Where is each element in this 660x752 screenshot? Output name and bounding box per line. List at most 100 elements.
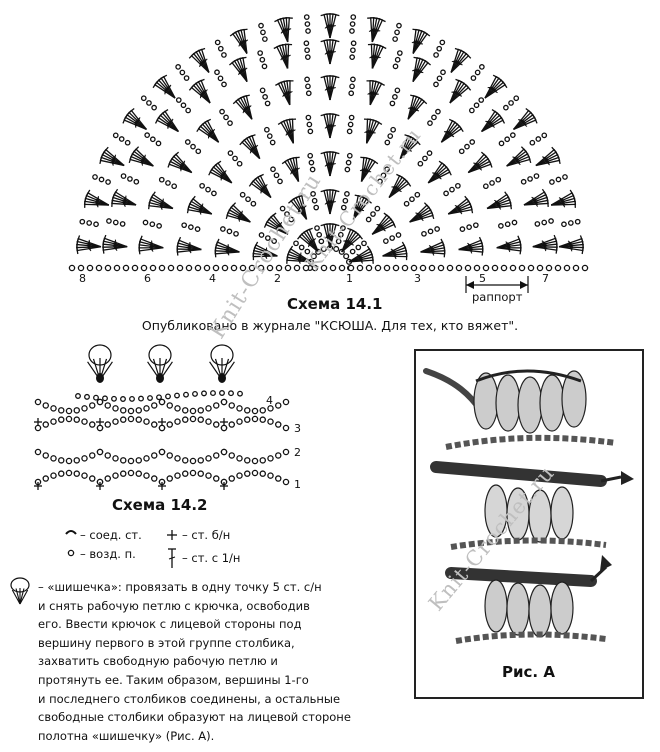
- dc-stitch-bar: [492, 89, 498, 94]
- dc-stitch-top: [161, 109, 169, 115]
- chain-stitch: [236, 455, 243, 462]
- dc-stitch-bar: [533, 201, 539, 207]
- dc-stitch-top: [332, 113, 340, 117]
- chain-stitch: [275, 264, 283, 272]
- chain-stitch: [158, 398, 166, 406]
- chain-stitch: [504, 221, 511, 228]
- bobble-legend-icon: [10, 577, 30, 593]
- chain-stitch: [180, 102, 187, 109]
- dc-stitch-top: [239, 56, 247, 60]
- chain-stitch: [333, 245, 340, 253]
- chain-stitch: [96, 448, 104, 456]
- chain-stitch: [96, 448, 104, 456]
- chain-stitch: [205, 455, 212, 462]
- dc-stitch-top: [113, 188, 119, 196]
- chain-stitch: [166, 421, 173, 428]
- scheme-14-2-caption: Схема 14.2: [112, 496, 208, 514]
- chain-stitch: [197, 457, 204, 464]
- chain-stitch: [545, 264, 553, 272]
- chain-stitch: [344, 191, 350, 197]
- dc-stitch-top: [76, 235, 81, 243]
- chain-stitch: [175, 97, 182, 103]
- chain-stitch: [120, 396, 126, 402]
- chain-stitch: [259, 457, 266, 464]
- chain-stitch: [417, 160, 424, 167]
- chain-stitch: [181, 407, 189, 414]
- dc-stitch-top: [292, 156, 300, 159]
- chain-stitch: [541, 132, 548, 139]
- chain-stitch: [205, 186, 211, 193]
- bobble-stitch: [152, 358, 161, 381]
- chain-stitch: [67, 549, 75, 557]
- dc-stitch-bar: [227, 244, 230, 251]
- legend-dc-symbol: [168, 556, 176, 560]
- chain-stitch: [267, 418, 274, 425]
- chain-stitch: [174, 472, 181, 479]
- dc-stitch-top: [502, 81, 508, 89]
- chain-stitch: [426, 150, 433, 156]
- dc-stitch-top: [371, 159, 379, 165]
- dc-stitch-bar: [201, 203, 204, 210]
- chain-stitch: [144, 132, 151, 139]
- chain-stitch: [220, 226, 226, 232]
- chain-stitch: [261, 63, 268, 70]
- chain-stitch: [89, 421, 96, 428]
- chain-stitch: [374, 264, 382, 272]
- dc-stitch-top: [365, 198, 372, 204]
- figure-a-frame: Рис. А: [414, 349, 644, 699]
- chain-stitch: [227, 120, 233, 127]
- chain-stitch: [449, 186, 455, 193]
- chain-stitch: [410, 264, 418, 272]
- chain-stitch: [567, 220, 574, 226]
- chain-stitch: [68, 264, 76, 272]
- dc-stitch-bar: [348, 242, 354, 246]
- chain-stitch: [158, 448, 166, 456]
- chain-stitch: [73, 416, 81, 423]
- chain-stitch: [239, 264, 247, 272]
- dc-stitch-top: [332, 75, 340, 79]
- dc-stitch-top: [424, 60, 432, 66]
- scheme-14-1-diagram: [68, 13, 589, 293]
- chain-stitch: [535, 136, 542, 142]
- chain-stitch: [274, 402, 282, 409]
- dc-stitch-top: [332, 39, 340, 43]
- chain-stitch: [199, 182, 205, 189]
- bobble-stitch: [214, 358, 223, 381]
- dc-stitch-bar: [278, 221, 283, 228]
- publication-note: Опубликовано в журнале "КСЮША. Для тех, …: [141, 318, 519, 333]
- chain-stitch: [274, 421, 282, 428]
- chain-stitch: [236, 472, 243, 479]
- bobble-base: [156, 373, 164, 383]
- chain-stitch: [384, 166, 390, 173]
- dc-stitch-top: [204, 118, 212, 124]
- chain-stitch: [439, 39, 446, 46]
- chain-stitch: [383, 264, 391, 272]
- dc-stitch-bar: [203, 58, 208, 64]
- chain-stitch: [284, 264, 292, 272]
- dc-stitch-bar: [330, 87, 336, 90]
- chain-stitch: [155, 140, 162, 147]
- chain-stitch: [73, 407, 81, 414]
- dc-stitch-bar: [418, 216, 424, 222]
- chain-stitch: [34, 424, 42, 432]
- chain-stitch: [228, 421, 235, 428]
- chain-stitch: [105, 179, 111, 185]
- bobble-stitch: [147, 361, 161, 381]
- chain-stitch: [228, 475, 235, 482]
- chain-stitch: [394, 29, 400, 36]
- chain-stitch: [236, 160, 243, 167]
- chain-stitch: [349, 28, 355, 34]
- chain-stitch: [239, 191, 246, 198]
- dc-stitch-top: [248, 134, 256, 138]
- chain-stitch: [142, 219, 149, 226]
- chain-stitch: [307, 152, 314, 159]
- chain-stitch: [212, 452, 220, 459]
- dc-stitch-top: [500, 116, 506, 124]
- chain-stitch: [183, 391, 189, 398]
- chain-stitch: [243, 416, 251, 423]
- chain-stitch: [541, 219, 548, 226]
- chain-stitch: [305, 28, 311, 34]
- chain-stitch: [394, 87, 401, 94]
- chain-stitch: [251, 407, 259, 415]
- chain-stitch: [374, 205, 381, 212]
